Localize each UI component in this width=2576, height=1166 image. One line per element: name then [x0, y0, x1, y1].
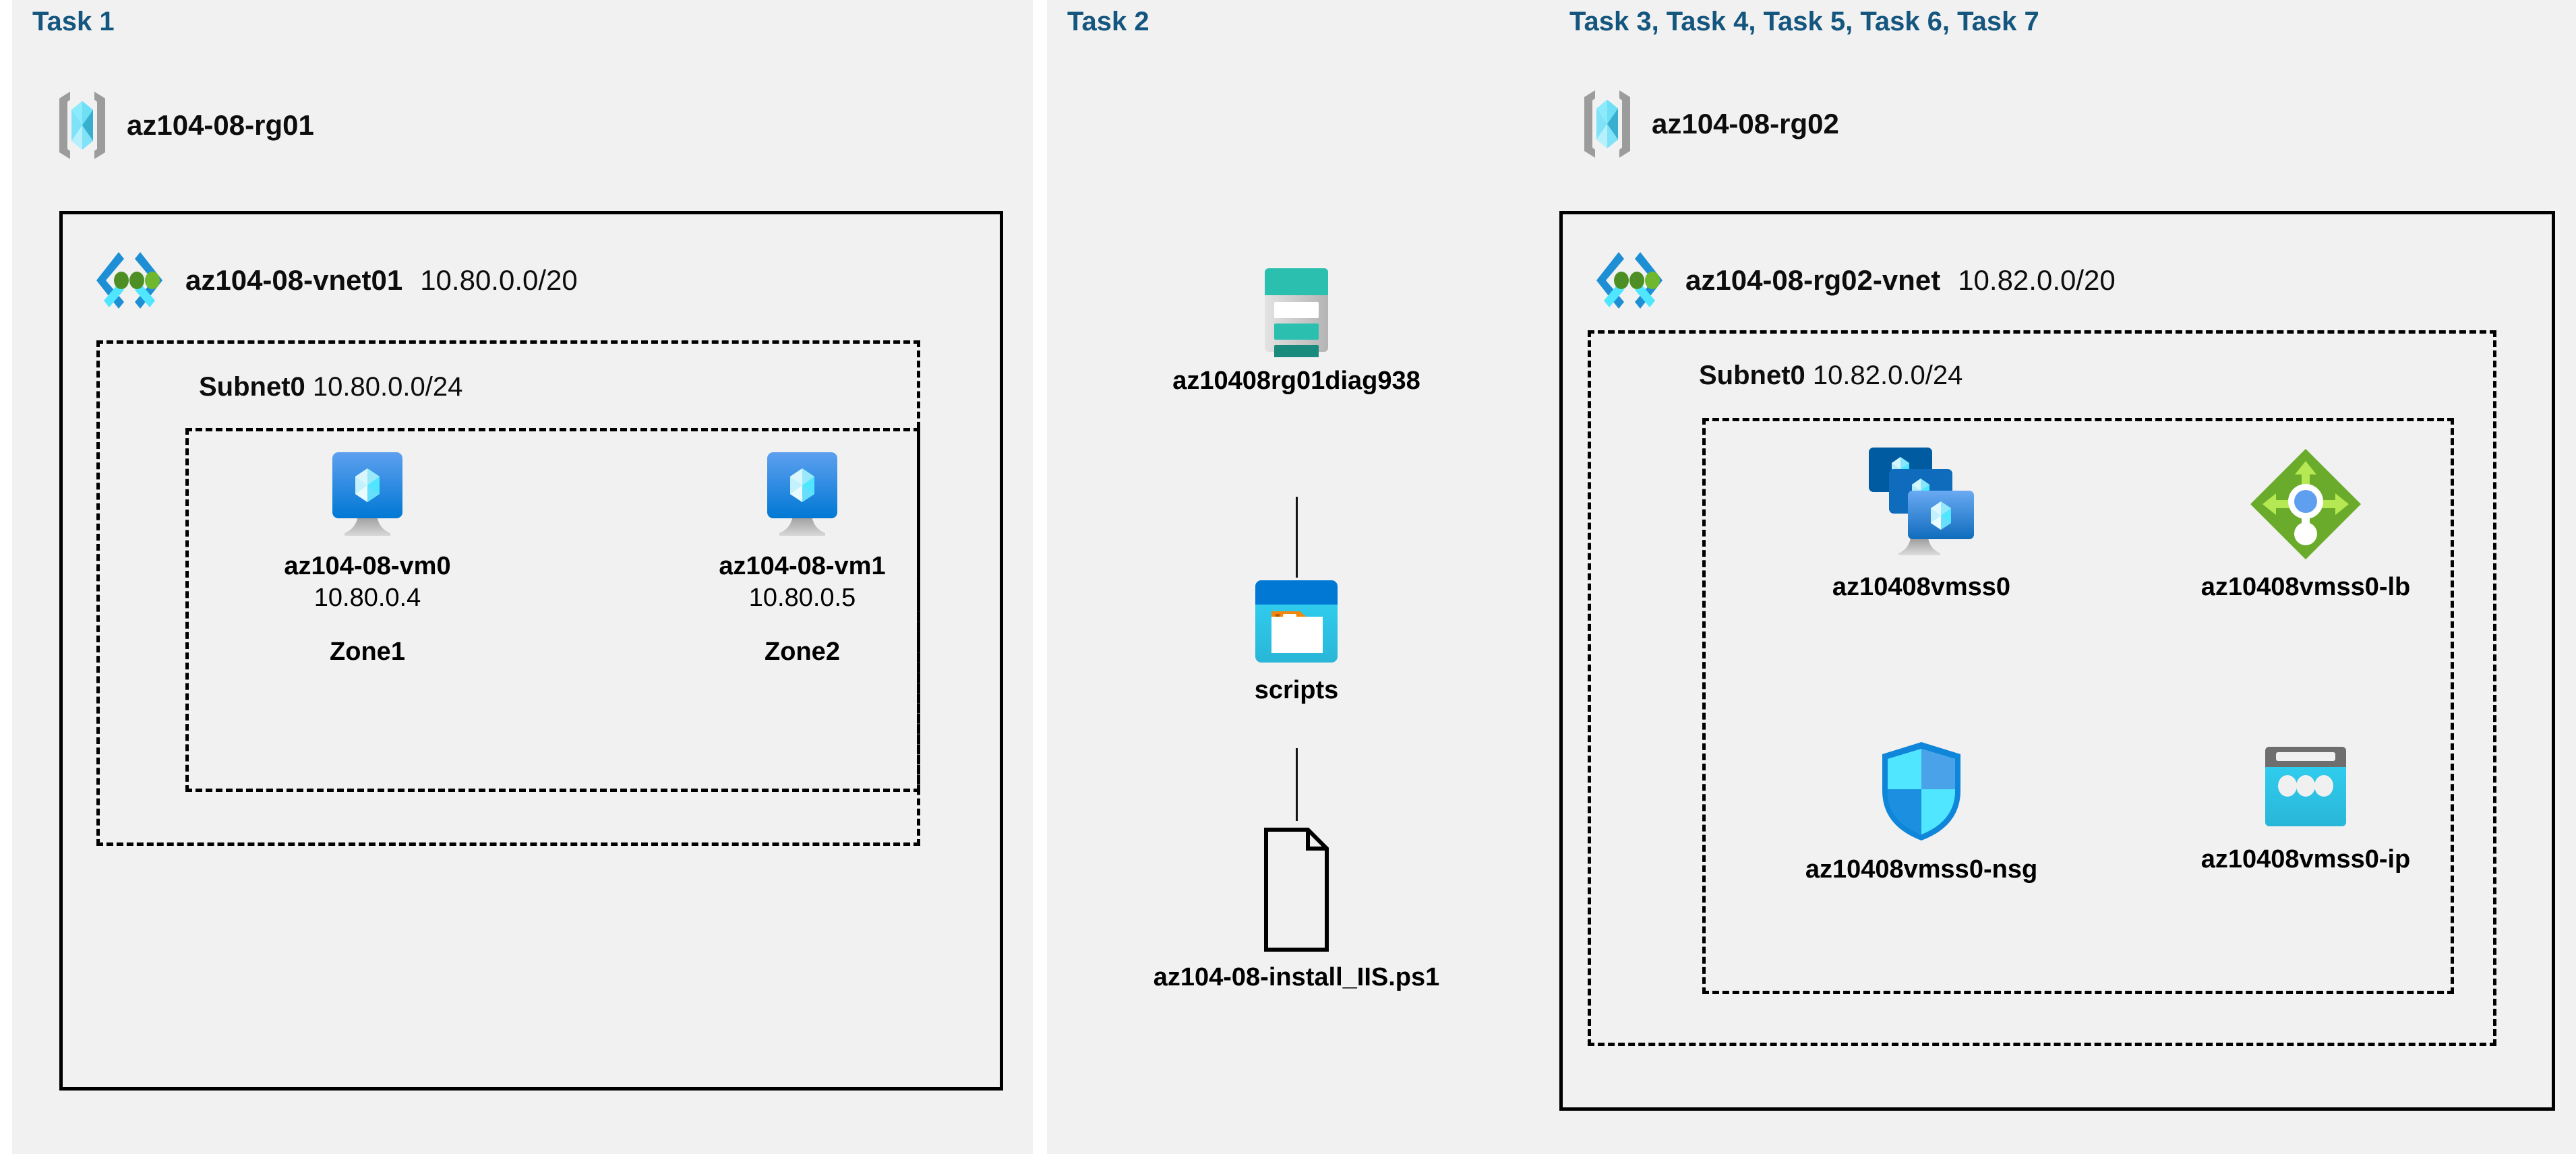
resource-group-label: az104-08-rg02	[1652, 108, 1839, 140]
script-file-name: az104-08-install_IIS.ps1	[1153, 963, 1440, 991]
subnet-name: Subnet0	[199, 372, 305, 402]
task-label-1: Task 1	[32, 7, 115, 36]
vnet-az104-08-rg02-vnet: az104-08-rg02-vnet 10.82.0.0/20	[1591, 248, 2116, 313]
vnet-boundary-task1	[59, 211, 1003, 1091]
public-ip-name: az10408vmss0-ip	[2200, 845, 2411, 873]
vnet-az104-08-vnet01: az104-08-vnet01 10.80.0.0/20	[91, 248, 578, 313]
vnet-cidr: 10.80.0.0/20	[420, 264, 578, 296]
vm-node-az104-08-vm1[interactable]: az104-08-vm1 10.80.0.5 Zone2	[701, 448, 903, 667]
connector-storage-to-container	[1296, 497, 1298, 578]
zone-boundary-task1	[185, 428, 920, 792]
load-balancer-node[interactable]: az10408vmss0-lb	[2164, 445, 2447, 603]
virtual-machine-icon	[327, 448, 408, 543]
vm-node-az104-08-vm0[interactable]: az104-08-vm0 10.80.0.4 Zone1	[266, 448, 469, 667]
vm-zone: Zone2	[765, 638, 840, 667]
subnet-boundary-task3	[1588, 330, 2496, 1046]
blob-container-node[interactable]: scripts	[1168, 576, 1425, 706]
resource-group-az104-08-rg01: az104-08-rg01	[53, 89, 314, 162]
connector-container-to-file	[1296, 748, 1298, 821]
vmss-node[interactable]: az10408vmss0	[1780, 445, 2063, 603]
vm-name: az104-08-vm0	[284, 552, 451, 580]
storage-account-node[interactable]: az10408rg01diag938	[1141, 263, 1451, 396]
vnet-boundary-task3	[1559, 211, 2555, 1111]
vm-name: az104-08-vm1	[719, 552, 886, 580]
task-label-3: Task 3, Task 4, Task 5, Task 6, Task 7	[1569, 7, 2039, 36]
resource-group-icon	[53, 89, 112, 162]
resource-group-az104-08-rg02: az104-08-rg02	[1578, 88, 1839, 160]
virtual-network-icon	[1591, 248, 1668, 313]
network-security-group-icon	[1876, 738, 1967, 846]
resource-group-icon	[1578, 88, 1637, 160]
subnet-name: Subnet0	[1699, 361, 1805, 390]
resource-group-inner-boundary-task3	[1702, 418, 2454, 994]
vnet-label: az104-08-vnet01	[185, 264, 403, 296]
nsg-node[interactable]: az10408vmss0-nsg	[1780, 738, 2063, 885]
panel-task3	[1540, 0, 2576, 1154]
subnet-title-task3: Subnet0 10.82.0.0/24	[1699, 361, 1963, 391]
vnet-cidr: 10.82.0.0/20	[1958, 264, 2116, 296]
load-balancer-icon	[2246, 445, 2365, 563]
storage-account-name: az10408rg01diag938	[1172, 367, 1420, 395]
subnet-cidr: 10.80.0.0/24	[312, 372, 463, 402]
vm-zone: Zone1	[330, 638, 405, 667]
subnet-title-task1: Subnet0 10.80.0.0/24	[199, 372, 462, 402]
vm-ip: 10.80.0.5	[748, 583, 856, 612]
virtual-machine-icon	[762, 448, 843, 543]
script-file-node[interactable]: az104-08-install_IIS.ps1	[1114, 826, 1478, 993]
vnet-label: az104-08-rg02-vnet	[1685, 264, 1941, 296]
load-balancer-name: az10408vmss0-lb	[2200, 573, 2411, 601]
public-ip-address-icon	[2256, 741, 2356, 836]
subnet-cidr: 10.82.0.0/24	[1812, 361, 1963, 390]
virtual-network-icon	[91, 248, 168, 313]
task-label-2: Task 2	[1067, 7, 1149, 36]
blob-container-icon	[1251, 576, 1342, 667]
panel-task1	[12, 0, 1033, 1154]
nsg-name: az10408vmss0-nsg	[1805, 855, 2038, 884]
vm-ip: 10.80.0.4	[313, 583, 421, 612]
vmss-name: az10408vmss0	[1832, 573, 2011, 601]
resource-group-label: az104-08-rg01	[127, 109, 314, 141]
blob-container-name: scripts	[1254, 676, 1339, 704]
storage-account-icon	[1257, 263, 1336, 357]
public-ip-node[interactable]: az10408vmss0-ip	[2164, 741, 2447, 875]
vm-scale-set-icon	[1865, 445, 1978, 563]
file-icon	[1255, 826, 1338, 954]
